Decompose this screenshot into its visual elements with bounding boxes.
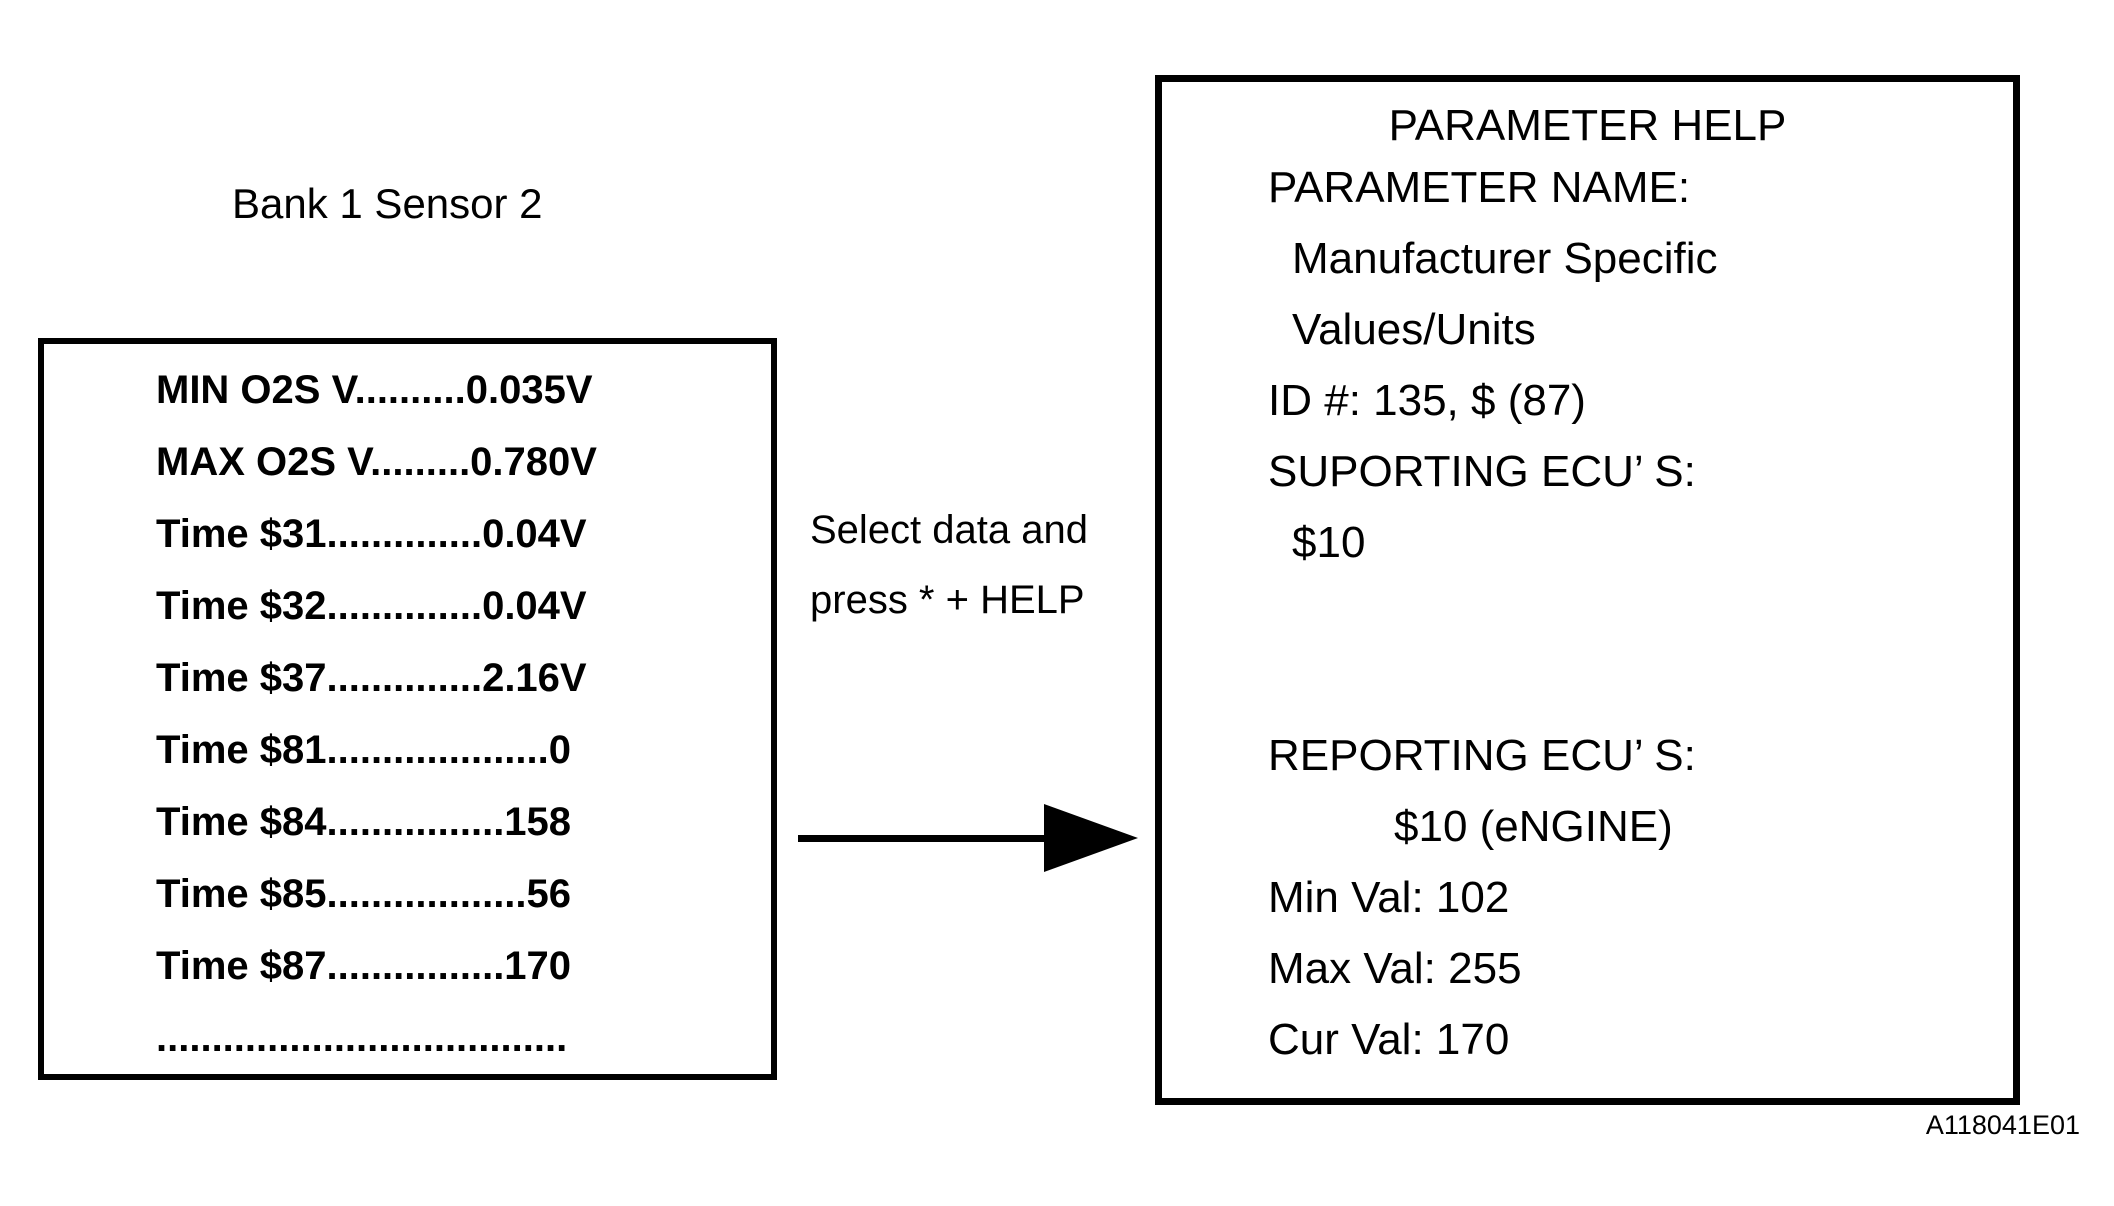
- sensor-data-row: Time $84................158: [156, 800, 572, 844]
- sensor-data-row: Time $37..............2.16V: [156, 656, 587, 700]
- help-line-spacer: [1162, 578, 2013, 649]
- help-line: ID #: 135, $ (87): [1268, 376, 1586, 425]
- help-line: Cur Val: 170: [1268, 1015, 1510, 1064]
- sensor-data-screen: MIN O2S V..........0.035V MAX O2S V......…: [38, 338, 777, 1080]
- help-line: Min Val: 102: [1268, 873, 1510, 922]
- help-line: PARAMETER NAME:: [1268, 163, 1691, 212]
- arrow-shaft: [798, 835, 1048, 842]
- sensor-data-row: MIN O2S V..........0.035V: [156, 368, 593, 412]
- help-line-spacer: [1162, 649, 2013, 720]
- figure-code: A118041E01: [1925, 1110, 2080, 1140]
- sensor-data-row: Time $31..............0.04V: [156, 512, 587, 556]
- help-line: $10: [1292, 518, 1366, 567]
- instruction-line-2: press * + HELP: [810, 578, 1085, 622]
- help-line: Max Val: 255: [1268, 944, 1522, 993]
- sensor-data-row: Time $32..............0.04V: [156, 584, 587, 628]
- sensor-data-row: MAX O2S V.........0.780V: [156, 440, 597, 484]
- help-line: REPORTING ECU’ S:: [1268, 731, 1696, 780]
- instruction-text: Select data and press * + HELP: [810, 495, 1088, 635]
- sensor-data-row: .....................................: [156, 1016, 568, 1060]
- instruction-line-1: Select data and: [810, 508, 1088, 552]
- help-line: Manufacturer Specific: [1292, 234, 1718, 283]
- sensor-data-row: Time $87................170: [156, 944, 572, 988]
- help-line: SUPORTING ECU’ S:: [1268, 447, 1696, 496]
- bank-sensor-caption: Bank 1 Sensor 2: [232, 180, 543, 227]
- sensor-data-row: Time $81....................0: [156, 728, 571, 772]
- help-line: Values/Units: [1292, 305, 1536, 354]
- parameter-help-title: PARAMETER HELP: [1388, 101, 1787, 150]
- arrow-right-icon: [1044, 804, 1138, 872]
- sensor-data-row: Time $85..................56: [156, 872, 572, 916]
- parameter-help-screen: PARAMETER HELP PARAMETER NAME: Manufactur…: [1155, 75, 2020, 1105]
- help-line: $10 (eNGINE): [1394, 802, 1673, 851]
